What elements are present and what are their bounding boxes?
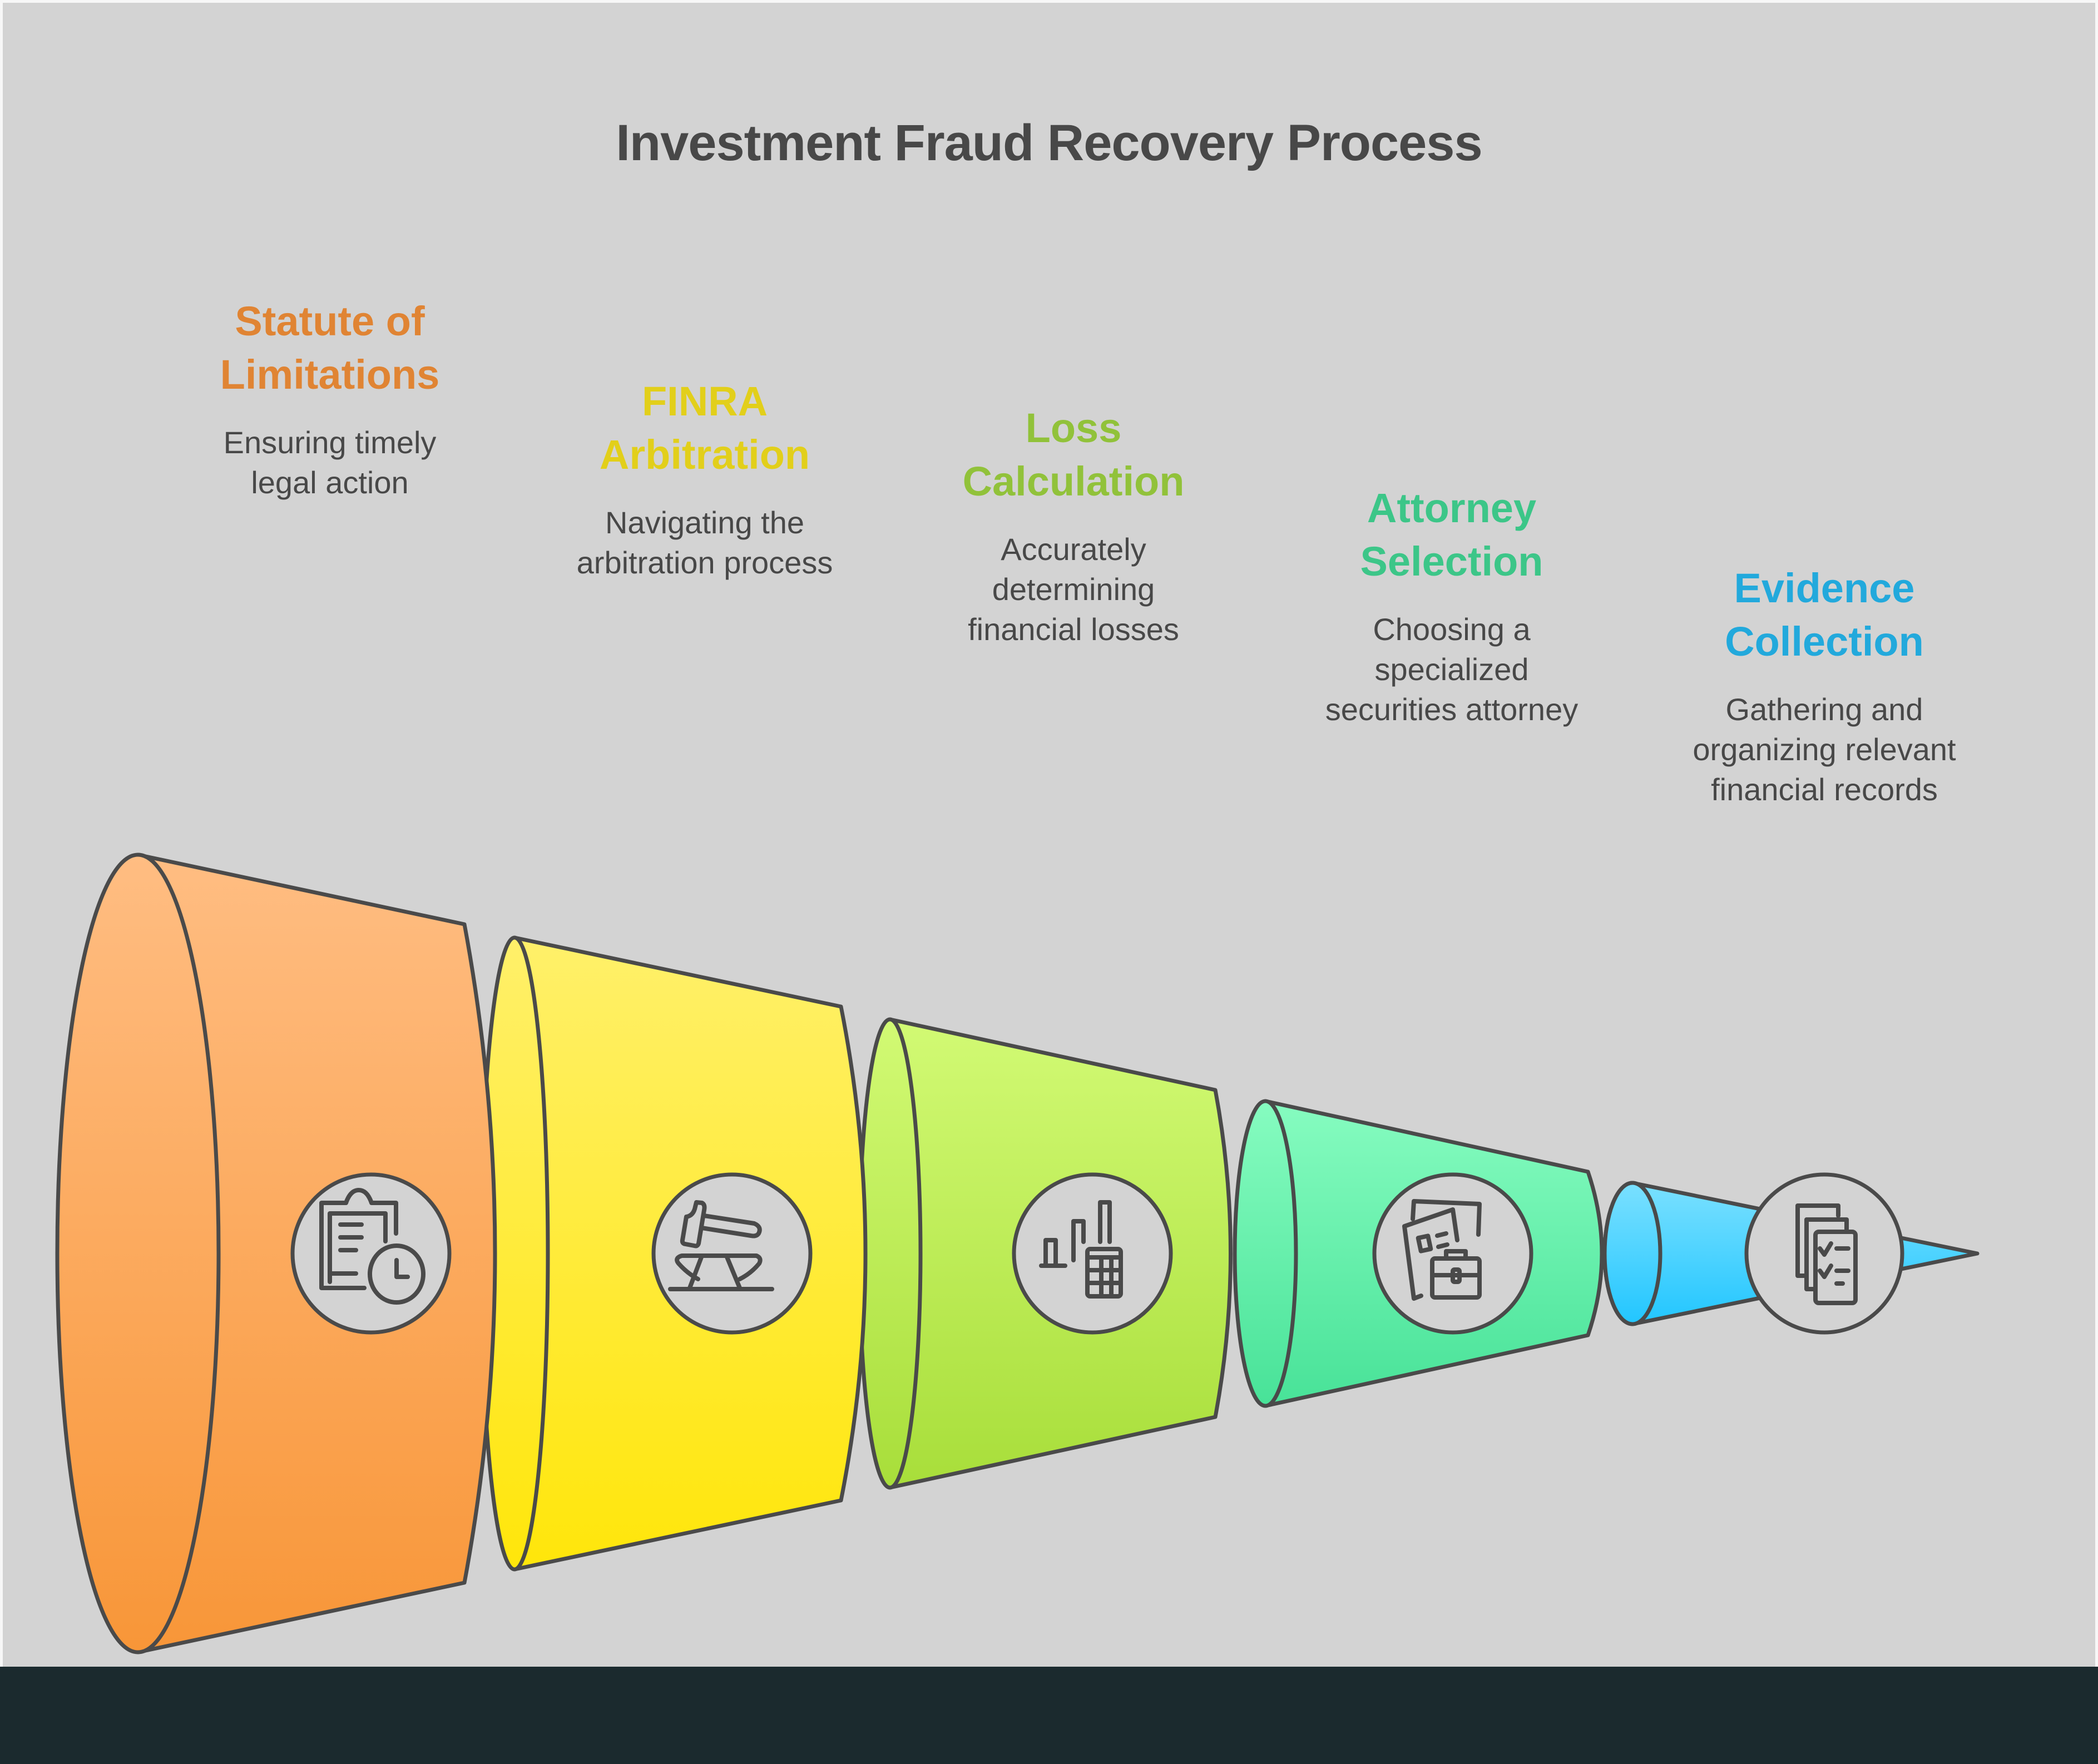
footer-bar xyxy=(0,1667,2098,1764)
icon-badge-attorney xyxy=(1372,1172,1533,1335)
step-desc-line: arbitration process xyxy=(576,545,833,580)
page-title: Investment Fraud Recovery Process xyxy=(616,115,1482,171)
step-title-line: FINRA xyxy=(641,378,768,424)
step-label-finra: FINRA Arbitration Navigating the arbitra… xyxy=(510,375,899,583)
step-description: Gathering and organizing relevant financ… xyxy=(1630,690,2019,810)
clipboard-clock-icon xyxy=(319,1188,425,1305)
step-title-line: Arbitration xyxy=(599,432,810,478)
step-title-line: Calculation xyxy=(962,458,1185,504)
chart-calculator-icon xyxy=(1039,1200,1123,1299)
step-desc-line: organizing relevant xyxy=(1693,732,1956,767)
step-desc-line: Gathering and xyxy=(1725,692,1923,727)
icon-badge-statute xyxy=(290,1172,452,1335)
step-label-evidence: Evidence Collection Gathering and organi… xyxy=(1630,562,2019,810)
step-title: Attorney Selection xyxy=(1257,482,1646,588)
checklist-stack-icon xyxy=(1795,1203,1858,1305)
step-label-statute: Statute of Limitations Ensuring timely l… xyxy=(135,295,524,503)
step-title: Statute of Limitations xyxy=(135,295,524,402)
step-title-line: Loss xyxy=(1025,405,1122,451)
step-label-attorney: Attorney Selection Choosing a specialize… xyxy=(1257,482,1646,730)
step-description: Ensuring timely legal action xyxy=(135,423,524,503)
step-desc-line: Ensuring timely xyxy=(223,425,437,460)
step-description: Navigating the arbitration process xyxy=(510,503,899,583)
step-title-line: Limitations xyxy=(220,351,440,398)
step-title: FINRA Arbitration xyxy=(510,375,899,482)
step-title-line: Statute of xyxy=(235,298,425,344)
step-desc-line: financial records xyxy=(1711,772,1938,807)
step-description: Accurately determining financial losses xyxy=(879,529,1268,650)
icon-badge-evidence xyxy=(1744,1172,1904,1335)
gavel-anvil-icon xyxy=(668,1200,774,1291)
step-desc-line: Navigating the xyxy=(605,505,804,540)
step-desc-line: securities attorney xyxy=(1325,692,1579,727)
step-desc-line: financial losses xyxy=(968,612,1179,647)
step-title: Evidence Collection xyxy=(1630,562,2019,668)
icon-badge-finra xyxy=(651,1172,813,1335)
step-title-line: Selection xyxy=(1360,538,1543,584)
step-title-line: Attorney xyxy=(1367,485,1537,531)
step-title: Loss Calculation xyxy=(879,402,1268,508)
documents-briefcase-icon xyxy=(1402,1199,1482,1301)
icon-badge-loss xyxy=(1012,1172,1173,1335)
step-desc-line: Accurately xyxy=(1001,532,1146,567)
step-description: Choosing a specialized securities attorn… xyxy=(1257,610,1646,730)
step-label-loss: Loss Calculation Accurately determining … xyxy=(879,402,1268,650)
step-desc-line: legal action xyxy=(251,465,409,500)
step-desc-line: determining xyxy=(992,572,1155,607)
step-desc-line: Choosing a xyxy=(1373,612,1531,647)
step-desc-line: specialized xyxy=(1374,652,1529,687)
step-title-line: Evidence xyxy=(1734,565,1915,611)
step-title-line: Collection xyxy=(1725,618,1924,665)
